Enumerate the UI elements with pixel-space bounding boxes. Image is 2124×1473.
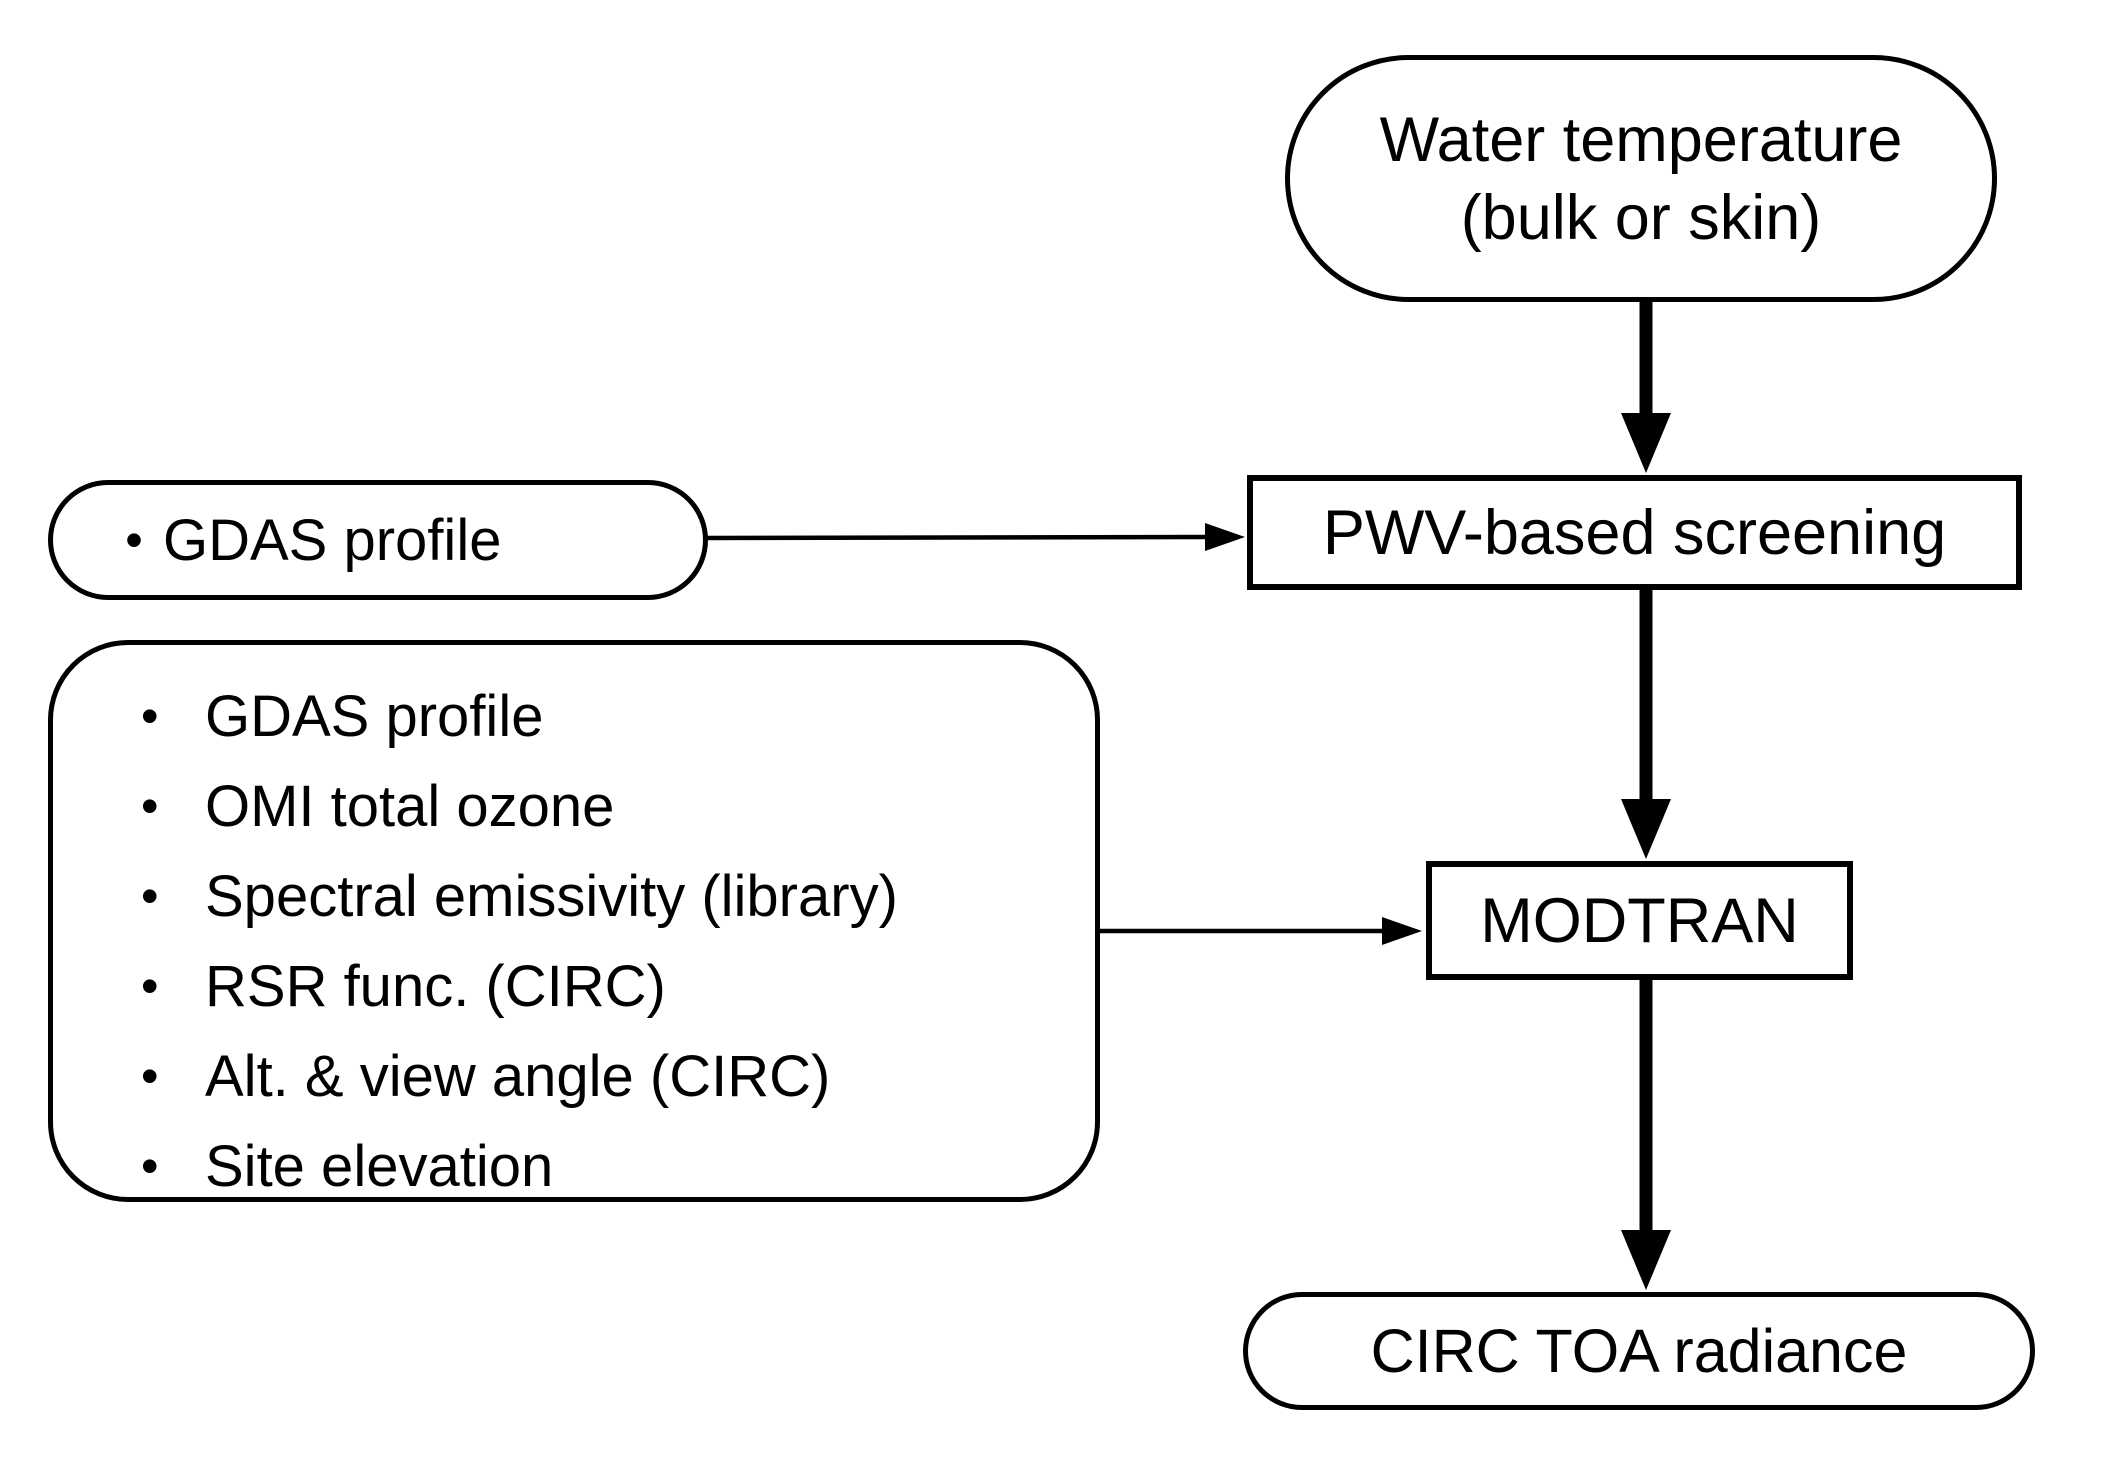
bullet-marker: • (141, 1048, 159, 1104)
arrow-water-to-pwv (1621, 300, 1671, 473)
label-line-1: Water temperature (1379, 104, 1903, 175)
list-item-label: Site elevation (205, 1133, 554, 1199)
list-item-label: OMI total ozone (205, 773, 615, 839)
node-circ-toa-radiance-label: CIRC TOA radiance (1370, 1317, 1908, 1385)
arrowhead-icon (1382, 917, 1422, 945)
arrow-inputs-to-modtran (1098, 917, 1422, 945)
arrow-pwv-to-modtran (1621, 588, 1671, 859)
bullet-marker: • (141, 688, 159, 744)
list-item: • Alt. & view angle (CIRC) (141, 1031, 1095, 1121)
bullet-marker: • (125, 512, 143, 568)
list-item: • Site elevation (141, 1121, 1095, 1211)
arrow-modtran-to-circ (1621, 978, 1671, 1290)
bullet-marker: • (141, 958, 159, 1014)
list-item: • Spectral emissivity (library) (141, 851, 1095, 941)
arrowhead-icon (1621, 799, 1671, 859)
arrowhead-icon (1621, 1230, 1671, 1290)
node-circ-toa-radiance: CIRC TOA radiance (1243, 1292, 2035, 1410)
arrow-shaft (704, 534, 1209, 541)
arrowhead-icon (1621, 413, 1671, 473)
list-item: • GDAS profile (141, 671, 1095, 761)
node-pwv-screening-label: PWV-based screening (1322, 497, 1947, 568)
node-modtran-label: MODTRAN (1480, 885, 1799, 956)
list-item-label: RSR func. (CIRC) (205, 953, 666, 1019)
arrowhead-icon (1205, 523, 1245, 551)
bullet-marker: • (141, 868, 159, 924)
bullet-marker: • (141, 1138, 159, 1194)
label-line-2: (bulk or skin) (1460, 182, 1822, 253)
list-item-label: Spectral emissivity (library) (205, 863, 898, 929)
node-gdas-profile: • GDAS profile (48, 480, 708, 600)
node-modtran: MODTRAN (1426, 861, 1853, 980)
list-item: • OMI total ozone (141, 761, 1095, 851)
bullet-marker: • (141, 778, 159, 834)
list-item-label: GDAS profile (205, 683, 544, 749)
list-item: • RSR func. (CIRC) (141, 941, 1095, 1031)
node-pwv-screening: PWV-based screening (1247, 475, 2022, 590)
list-item-label: Alt. & view angle (CIRC) (205, 1043, 831, 1109)
modtran-inputs-list: • GDAS profile • OMI total ozone • Spect… (141, 671, 1095, 1211)
arrow-gdas-to-pwv (704, 523, 1245, 551)
node-modtran-inputs: • GDAS profile • OMI total ozone • Spect… (48, 640, 1100, 1202)
node-gdas-profile-label: GDAS profile (163, 507, 502, 573)
node-water-temperature: Water temperature (bulk or skin) (1285, 55, 1997, 302)
node-water-temperature-label: Water temperature (bulk or skin) (1380, 101, 1903, 257)
